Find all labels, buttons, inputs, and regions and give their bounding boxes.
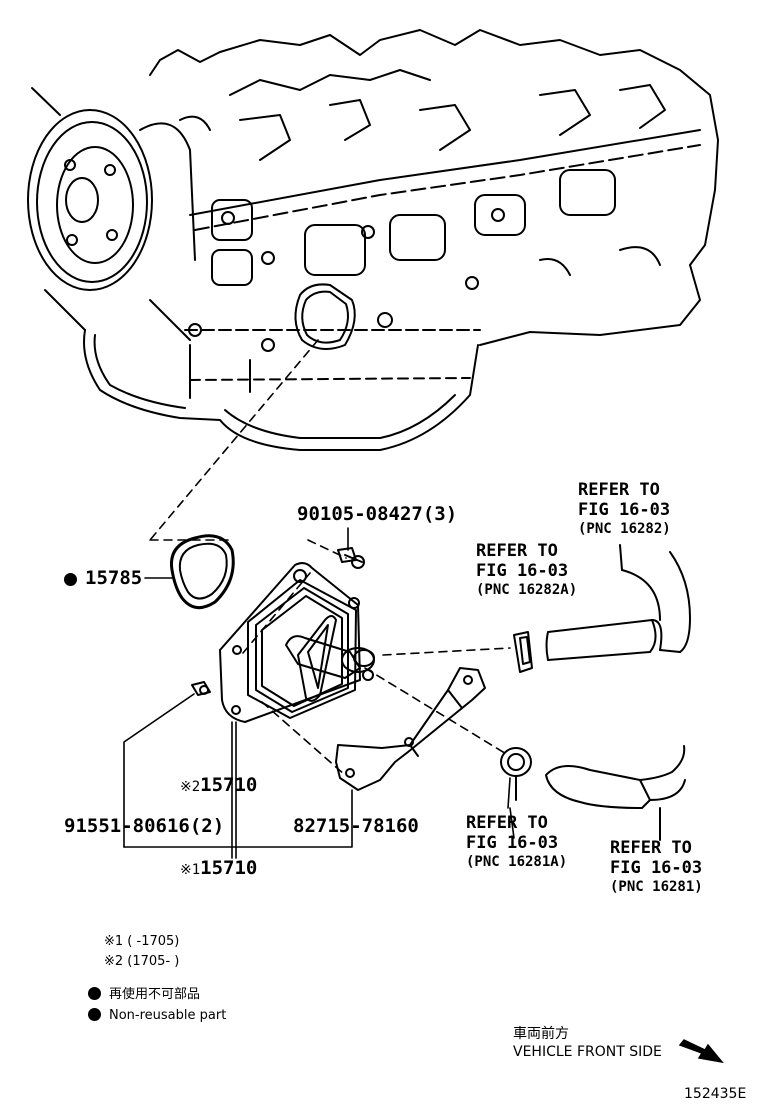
non-reusable-dot-icon: [88, 987, 101, 1000]
mark-1: ※1: [180, 862, 201, 878]
vehicle-front-jp: 車両前方: [513, 1026, 569, 1042]
non-reusable-dot-icon: [88, 1008, 101, 1021]
legend-jp-text: 再使用不可部品: [109, 987, 201, 1002]
refer-line2: FIG 16-03: [578, 500, 671, 520]
refer-label-16281a: REFER TO FIG 16-03 (PNC 16281A): [466, 813, 568, 870]
refer-pnc: (PNC 16282A): [476, 582, 578, 598]
refer-line1: REFER TO: [476, 541, 558, 561]
stud-illustration: [191, 681, 211, 696]
bracket-illustration: [335, 667, 486, 791]
part-number-cooler-1: 15710: [200, 857, 258, 879]
legend-en-text: Non-reusable part: [109, 1008, 227, 1023]
refer-line1: REFER TO: [610, 838, 692, 858]
refer-pnc: (PNC 16282): [578, 521, 671, 537]
refer-line1: REFER TO: [466, 813, 548, 833]
vehicle-front-en: VEHICLE FRONT SIDE: [513, 1044, 662, 1060]
diagram-id: 152435E: [684, 1086, 747, 1102]
vehicle-front-arrow-icon: [678, 1039, 724, 1064]
part-number-stud: 91551-80616(2): [64, 815, 225, 837]
engine-block-illustration: [27, 29, 719, 451]
callout-lines: [123, 527, 515, 859]
note-mark-2: ※2 (1705- ): [104, 954, 180, 969]
gasket-illustration: [169, 534, 235, 610]
part-label-cooler-1: ※115710: [180, 859, 257, 878]
part-label-cooler-2: ※215710: [180, 776, 257, 795]
assembly-leader-lines: [149, 339, 511, 776]
bolt-illustration: [337, 547, 365, 569]
legend-non-reusable-en: Non-reusable part: [88, 1008, 226, 1022]
part-label-gasket: 15785: [64, 569, 142, 588]
refer-label-16282: REFER TO FIG 16-03 (PNC 16282): [578, 480, 671, 537]
mark-2: ※2: [180, 779, 201, 795]
part-number-gasket: 15785: [85, 567, 143, 589]
legend-non-reusable-jp: 再使用不可部品: [88, 987, 200, 1001]
refer-label-16282a: REFER TO FIG 16-03 (PNC 16282A): [476, 541, 578, 598]
non-reusable-dot-icon: [64, 573, 77, 586]
refer-pnc: (PNC 16281): [610, 879, 703, 895]
refer-line1: REFER TO: [578, 480, 660, 500]
hose-upper-illustration: [513, 544, 691, 673]
refer-line2: FIG 16-03: [610, 858, 703, 878]
oil-cooler-illustration: [219, 562, 375, 723]
refer-label-16281: REFER TO FIG 16-03 (PNC 16281): [610, 838, 703, 895]
refer-line2: FIG 16-03: [476, 561, 569, 581]
hose-lower-illustration: [500, 745, 686, 841]
part-number-cooler-2: 15710: [200, 774, 258, 796]
note-mark-1: ※1 ( -1705): [104, 934, 180, 949]
part-number-bracket: 82715-78160: [293, 815, 419, 837]
refer-pnc: (PNC 16281A): [466, 854, 568, 870]
refer-line2: FIG 16-03: [466, 833, 559, 853]
part-number-bolt: 90105-08427(3): [297, 503, 458, 525]
